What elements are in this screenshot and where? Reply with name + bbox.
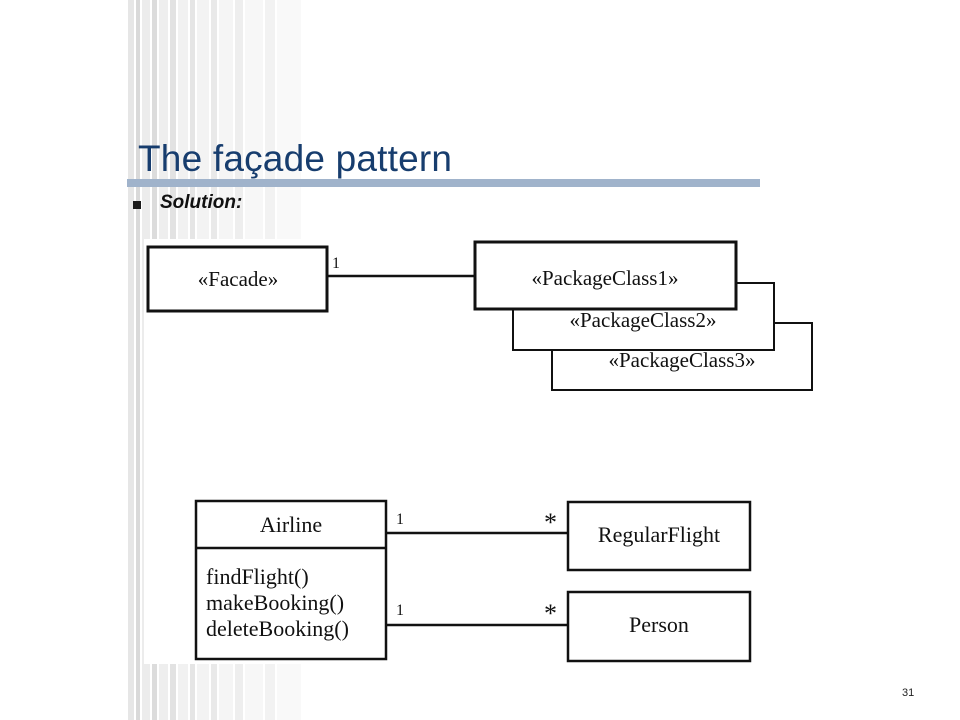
package-class-2-label: «PackageClass2»: [570, 308, 717, 332]
airline-method: makeBooking(): [206, 590, 344, 615]
airline-class: Airline findFlight() makeBooking() delet…: [194, 499, 388, 661]
facade-class: «Facade»: [146, 245, 329, 313]
bullet-icon: [133, 201, 141, 209]
person-target-multiplicity: *: [544, 599, 557, 628]
flight-source-multiplicity: 1: [396, 511, 404, 528]
package-class-3-label: «PackageClass3»: [609, 348, 756, 372]
bullet-text: Solution:: [160, 192, 243, 213]
package-class-1-label: «PackageClass1»: [532, 266, 679, 290]
slide-title: The façade pattern: [138, 138, 453, 179]
title-underline: [127, 179, 760, 187]
flight-target-multiplicity: *: [544, 508, 557, 537]
facade-multiplicity: 1: [332, 255, 340, 272]
person-label: Person: [629, 612, 689, 637]
airline-method: findFlight(): [206, 564, 309, 589]
regular-flight-class: RegularFlight: [566, 500, 752, 572]
regular-flight-label: RegularFlight: [598, 522, 720, 547]
page-number: 31: [902, 687, 915, 699]
uml-diagram: «Facade» 1 «PackageClass3» «PackageClass…: [144, 239, 816, 664]
person-class: Person: [566, 590, 752, 663]
facade-label: «Facade»: [198, 267, 278, 291]
person-source-multiplicity: 1: [396, 602, 404, 619]
package-class-1: «PackageClass1»: [473, 240, 738, 311]
airline-method: deleteBooking(): [206, 616, 349, 641]
airline-name: Airline: [260, 512, 322, 537]
